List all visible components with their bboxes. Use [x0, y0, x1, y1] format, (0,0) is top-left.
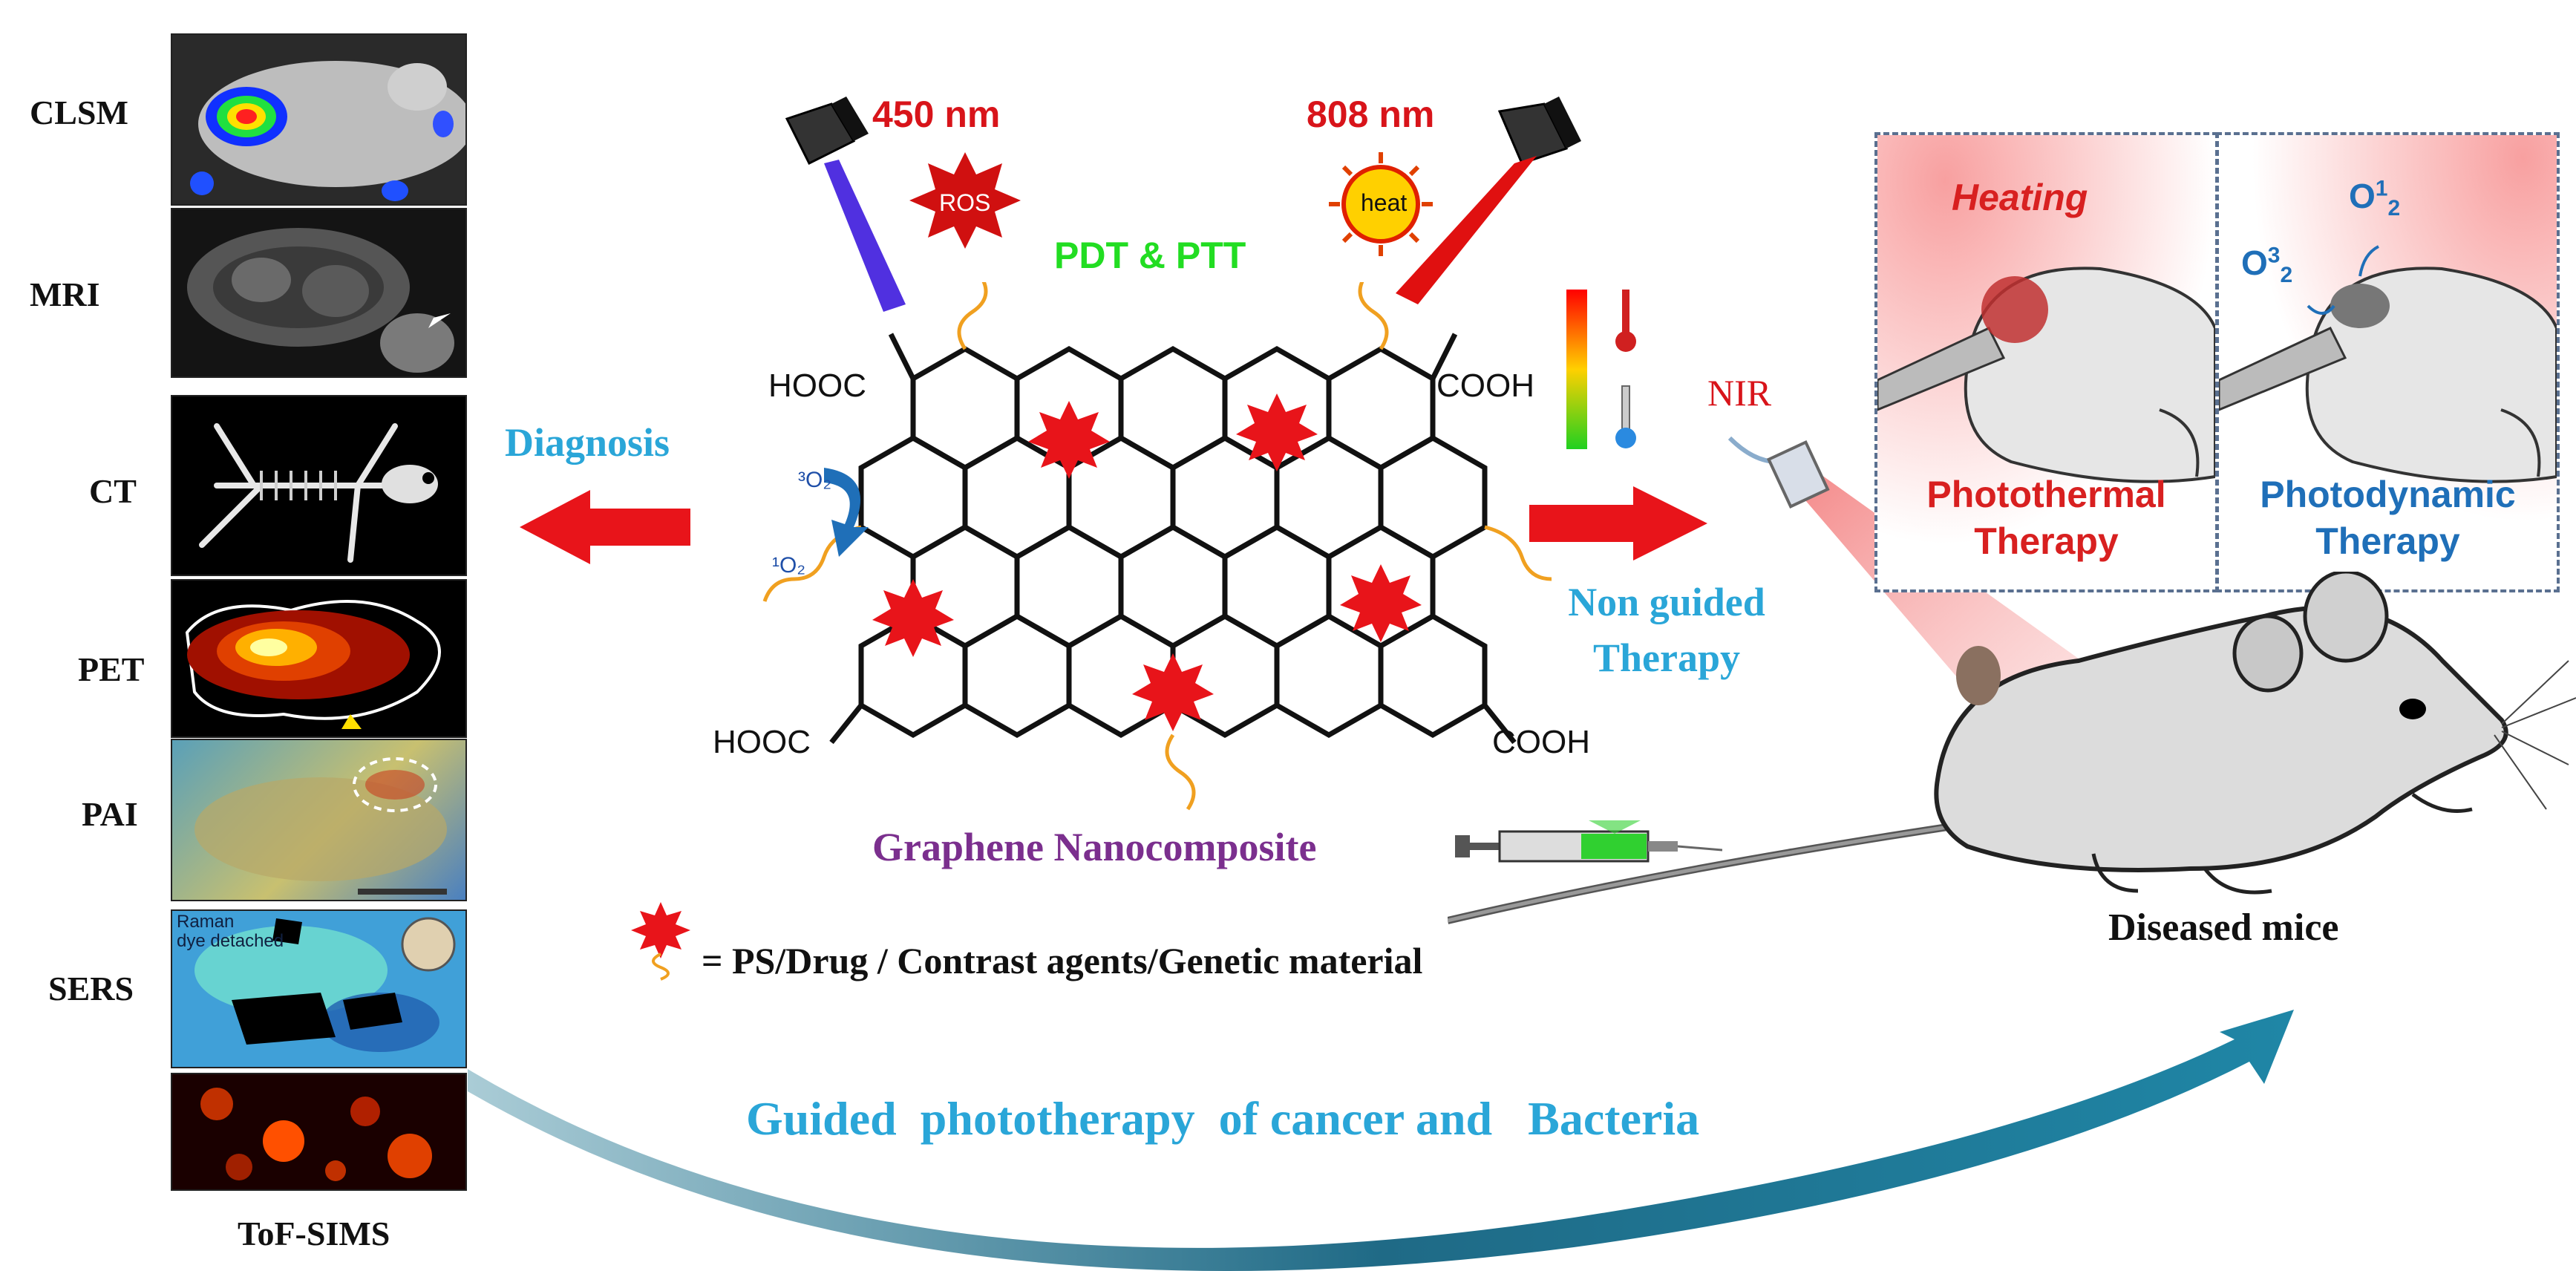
laser-group: [785, 97, 1581, 312]
photothermal-line1: Photothermal: [1926, 474, 2166, 515]
modality-label-pet: PET: [78, 650, 145, 688]
bottom-left-group: HOOC: [713, 724, 811, 760]
right-laser-icon: [1396, 97, 1581, 304]
modality-label-clsm: CLSM: [30, 94, 128, 131]
right-wavelength: 808 nm: [1307, 94, 1435, 135]
ct-image: [171, 395, 467, 576]
photothermal-mouse-icon: [1877, 135, 2215, 589]
photothermal-panel: Heating Photothermal Therapy: [1874, 132, 2218, 592]
heat-badge: heat: [1361, 189, 1408, 216]
ros-badge-icon: [909, 152, 1021, 249]
sers-inset-line1: Raman: [177, 912, 234, 932]
triplet-oxygen-label: O32: [2241, 243, 2293, 288]
photodynamic-mouse-icon: [2219, 135, 2557, 589]
diseased-mouse-icon: [1448, 572, 2576, 924]
singlet-oxygen: ¹O₂: [772, 553, 805, 578]
therapy-arrow-icon: [1529, 486, 1707, 561]
modality-label-tof-sims: ToF-SIMS: [238, 1215, 390, 1252]
heat-badge-icon: [1329, 152, 1433, 256]
molecule-name: Graphene Nanocomposite: [872, 825, 1317, 869]
therapy-label-line2: Therapy: [1592, 636, 1741, 680]
legend-text: = PS/Drug / Contrast agents/Genetic mate…: [702, 940, 1423, 981]
thermometer-icon: [1566, 290, 1636, 449]
singlet-oxygen-label: O12: [2349, 176, 2401, 221]
top-right-group: COOH: [1436, 367, 1534, 404]
pai-image: [171, 739, 467, 901]
top-left-group: HOOC: [768, 367, 866, 404]
mode-label: PDT & PTT: [1054, 235, 1246, 276]
diagnosis-arrow-icon: [520, 490, 690, 564]
mouse-label: Diseased mice: [2108, 906, 2339, 949]
modality-label-mri: MRI: [30, 275, 100, 313]
pet-image: [171, 579, 467, 738]
clsm-image: [171, 33, 467, 206]
tof-sims-image: [171, 1073, 467, 1191]
legend-icon: [631, 902, 690, 981]
bottom-right-group: COOH: [1492, 724, 1590, 760]
modality-label-sers: SERS: [48, 970, 134, 1007]
triplet-oxygen: ³O₂: [798, 468, 831, 492]
heating-label: Heating: [1952, 177, 2088, 218]
photodynamic-line1: Photodynamic: [2260, 474, 2516, 515]
modality-label-pai: PAI: [82, 795, 138, 833]
guided-caption: Guided phototherapy of cancer and Bacter…: [746, 1092, 1700, 1145]
diagnosis-label: Diagnosis: [505, 420, 670, 465]
left-wavelength: 450 nm: [872, 94, 1001, 135]
sers-inset-line2: dye detached: [177, 931, 284, 951]
syringe-icon: [1455, 820, 1722, 863]
nir-label: NIR: [1707, 372, 1772, 414]
photodynamic-line2: Therapy: [2315, 520, 2460, 562]
photodynamic-panel: O12 O32 Photodynamic Therapy: [2216, 132, 2560, 592]
graphene-structure: [762, 282, 1552, 811]
left-laser-icon: [785, 97, 906, 312]
therapy-label-line1: Non guided: [1568, 580, 1765, 624]
modality-label-ct: CT: [89, 472, 137, 510]
mri-image: [171, 208, 467, 378]
photothermal-line2: Therapy: [1974, 520, 2119, 562]
sers-image: Raman dye detached: [171, 909, 467, 1068]
ros-badge: ROS: [939, 189, 991, 216]
